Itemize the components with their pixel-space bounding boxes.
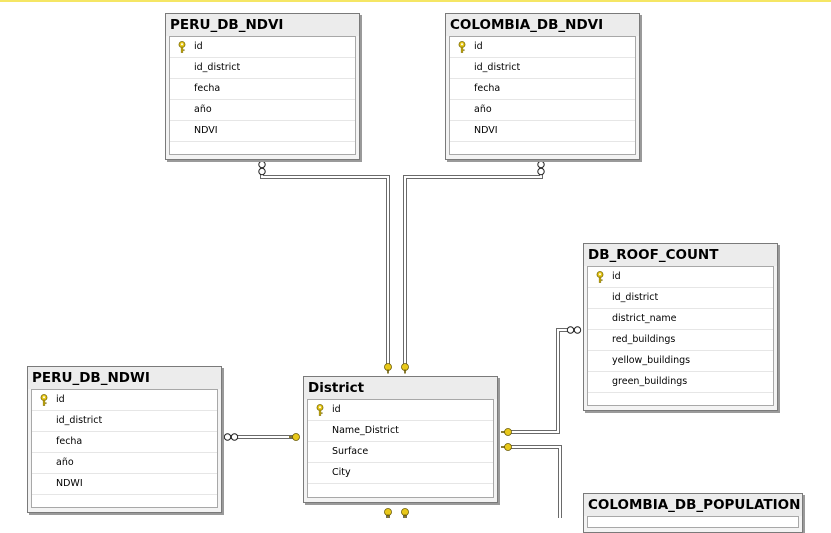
column-row[interactable]: City — [308, 463, 493, 484]
one-end-key-icon — [501, 443, 512, 451]
column-name: fecha — [56, 436, 83, 447]
many-end-infinity-icon — [566, 326, 582, 334]
column-name: id — [332, 404, 341, 415]
table-colombia-population[interactable]: COLOMBIA_DB_POPULATION — [583, 493, 803, 533]
top-highlight-bar — [0, 0, 831, 2]
column-row[interactable]: NDVI — [170, 121, 355, 142]
relationship-lines — [223, 160, 582, 518]
relationship-roof-count-district-inner — [507, 329, 578, 433]
column-row[interactable]: id_district — [450, 58, 635, 79]
column-row[interactable]: id — [170, 37, 355, 58]
column-row[interactable]: Surface — [308, 442, 493, 463]
relationship-peru-ndvi-district-inner — [261, 168, 389, 368]
column-name: año — [56, 457, 74, 468]
one-end-key-icon — [384, 508, 392, 518]
primary-key-icon — [594, 271, 606, 283]
column-row[interactable]: yellow_buildings — [588, 351, 773, 372]
column-name: id — [612, 271, 621, 282]
table-title[interactable]: COLOMBIA_DB_POPULATION — [584, 494, 802, 516]
column-name: NDWI — [56, 478, 83, 489]
column-row[interactable]: id — [450, 37, 635, 58]
table-title[interactable]: DB_ROOF_COUNT — [584, 244, 777, 266]
column-name: NDVI — [474, 125, 498, 136]
relationship-colombia-ndvi-district-inner — [404, 168, 542, 368]
primary-key-icon — [456, 41, 468, 53]
column-name: green_buildings — [612, 376, 688, 387]
column-row[interactable]: fecha — [170, 79, 355, 100]
column-row[interactable]: año — [450, 100, 635, 121]
column-name: id_district — [56, 415, 103, 426]
relationship-colombia-population-district-inner — [507, 446, 561, 518]
primary-key-icon — [38, 394, 50, 406]
column-row[interactable]: id — [32, 390, 217, 411]
column-row[interactable]: green_buildings — [588, 372, 773, 393]
table-title[interactable]: COLOMBIA_DB_NDVI — [446, 14, 639, 36]
primary-key-icon — [314, 404, 326, 416]
column-name: yellow_buildings — [612, 355, 691, 366]
column-row[interactable]: id — [588, 267, 773, 288]
one-end-key-icon — [384, 363, 392, 374]
column-name: NDVI — [194, 125, 218, 136]
many-end-infinity-icon — [223, 433, 239, 441]
relationship-colombia-ndvi-district[interactable] — [403, 168, 543, 368]
one-end-key-icon — [289, 433, 300, 441]
table-title[interactable]: District — [304, 377, 497, 399]
column-name: Name_District — [332, 425, 399, 436]
column-row[interactable]: NDWI — [32, 474, 217, 495]
many-end-infinity-icon — [537, 160, 545, 176]
relationship-colombia-population-district[interactable] — [507, 445, 562, 518]
column-name: fecha — [194, 83, 221, 94]
relationship-roof-count-district[interactable] — [507, 328, 578, 434]
one-end-key-icon — [401, 363, 409, 374]
column-name: Surface — [332, 446, 369, 457]
column-name: id — [194, 41, 203, 52]
relationship-peru-ndvi-district[interactable] — [260, 168, 390, 368]
column-row[interactable]: Name_District — [308, 421, 493, 442]
column-name: id — [474, 41, 483, 52]
one-end-key-icon — [401, 508, 409, 518]
primary-key-icon — [176, 41, 188, 53]
column-name: district_name — [612, 313, 677, 324]
column-name: año — [474, 104, 492, 115]
column-name: id — [56, 394, 65, 405]
column-row[interactable]: fecha — [450, 79, 635, 100]
column-row[interactable]: fecha — [32, 432, 217, 453]
column-name: City — [332, 467, 351, 478]
column-row[interactable]: id_district — [588, 288, 773, 309]
column-row[interactable]: red_buildings — [588, 330, 773, 351]
table-title[interactable]: PERU_DB_NDVI — [166, 14, 359, 36]
column-row[interactable]: id_district — [170, 58, 355, 79]
column-row[interactable]: id — [308, 400, 493, 421]
many-end-infinity-icon — [258, 160, 266, 176]
column-row[interactable]: año — [32, 453, 217, 474]
column-name: fecha — [474, 83, 501, 94]
column-name: id_district — [194, 62, 241, 73]
column-name: id_district — [474, 62, 521, 73]
column-name: año — [194, 104, 212, 115]
column-row[interactable]: district_name — [588, 309, 773, 330]
table-title[interactable]: PERU_DB_NDWI — [28, 367, 221, 389]
one-end-key-icon — [501, 428, 512, 436]
column-name: red_buildings — [612, 334, 676, 345]
column-row[interactable]: año — [170, 100, 355, 121]
column-name: id_district — [612, 292, 659, 303]
column-row[interactable]: id_district — [32, 411, 217, 432]
column-row[interactable]: NDVI — [450, 121, 635, 142]
